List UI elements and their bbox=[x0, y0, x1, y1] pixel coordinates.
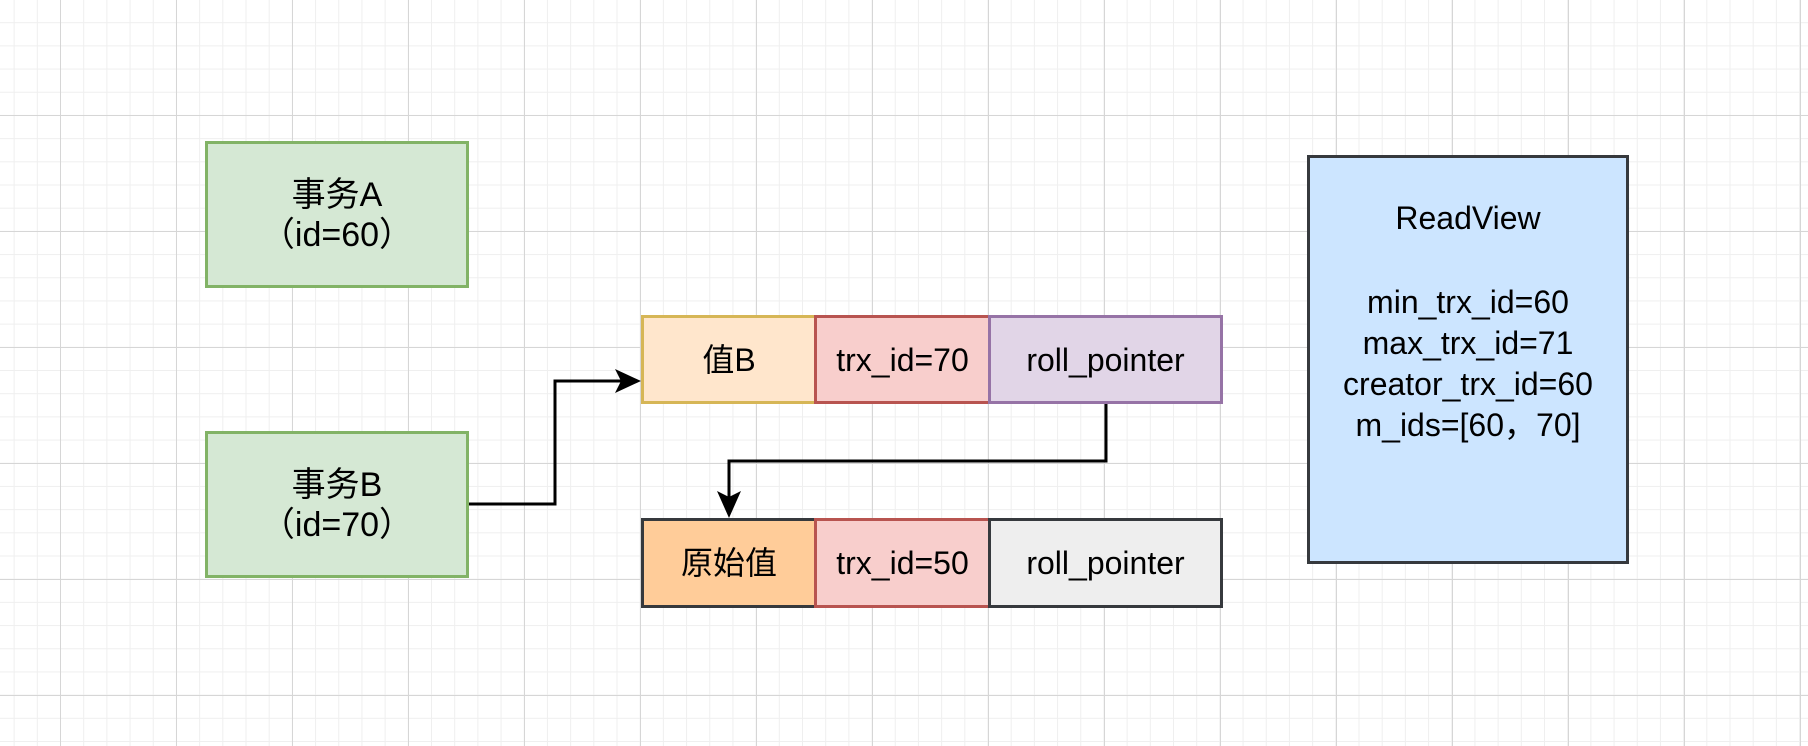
new-row-value-cell: 值B bbox=[641, 315, 817, 404]
arrow-transaction-b-to-new-row bbox=[469, 369, 641, 506]
transaction-b-box: 事务B （id=70） bbox=[205, 431, 469, 578]
old-row-roll-pointer-cell: roll_pointer bbox=[988, 518, 1223, 608]
new-row-trx-id-cell: trx_id=70 bbox=[814, 315, 991, 404]
readview-max-trx-id: max_trx_id=71 bbox=[1362, 325, 1574, 361]
readview-creator-trx-id: creator_trx_id=60 bbox=[1343, 366, 1593, 402]
readview-title: ReadView bbox=[1395, 200, 1541, 236]
readview-m-ids: m_ids=[60，70] bbox=[1355, 407, 1581, 443]
old-row-value-cell: 原始值 bbox=[641, 518, 817, 608]
readview-min-trx-id: min_trx_id=60 bbox=[1367, 284, 1569, 320]
readview-box: ReadView min_trx_id=60 max_trx_id=71 cre… bbox=[1307, 155, 1629, 564]
new-row-roll-pointer-cell: roll_pointer bbox=[988, 315, 1223, 404]
transaction-a-box: 事务A （id=60） bbox=[205, 141, 469, 288]
arrow-roll-pointer-to-original bbox=[717, 404, 1108, 518]
old-row-trx-id-cell: trx_id=50 bbox=[814, 518, 991, 608]
